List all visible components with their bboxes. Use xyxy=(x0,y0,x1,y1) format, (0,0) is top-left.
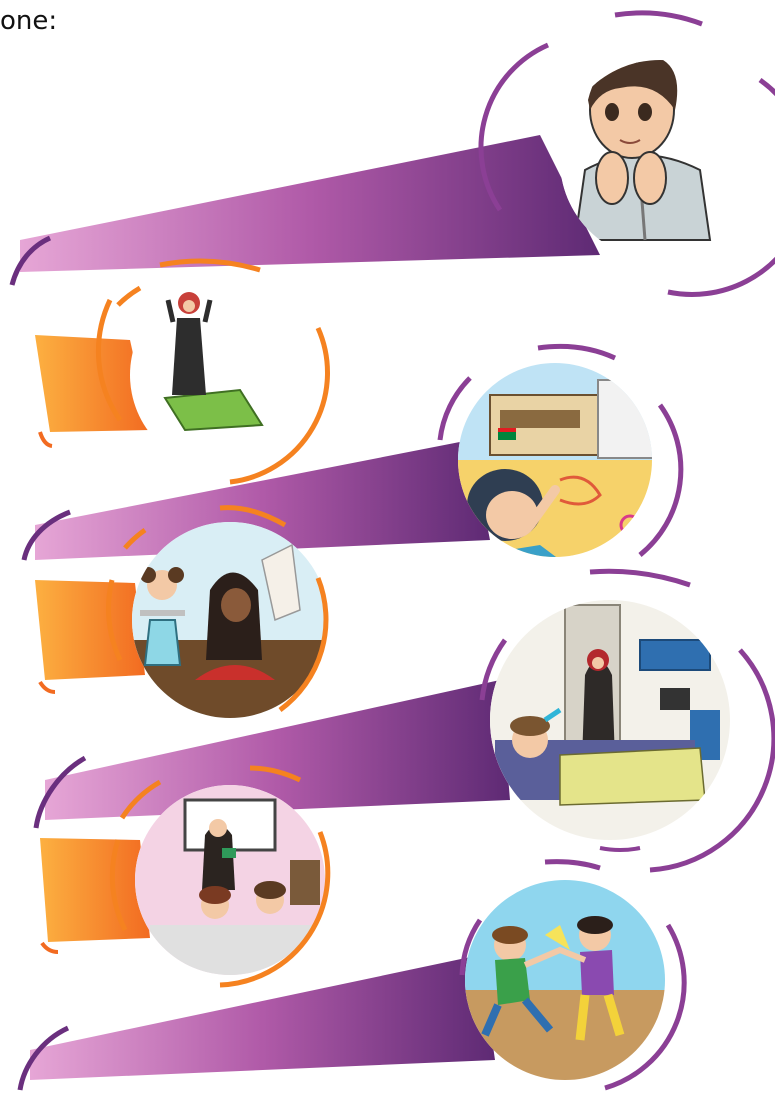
orange-ribbon xyxy=(40,838,150,942)
panel-girl-praying xyxy=(35,261,327,482)
fighting-illustration xyxy=(465,880,665,1080)
purple-ribbon xyxy=(20,135,600,272)
panel-boy-praying xyxy=(12,13,775,295)
boy-praying-illustration xyxy=(560,55,760,260)
bedroom-illustration xyxy=(490,600,730,840)
orange-ribbon xyxy=(35,580,145,680)
